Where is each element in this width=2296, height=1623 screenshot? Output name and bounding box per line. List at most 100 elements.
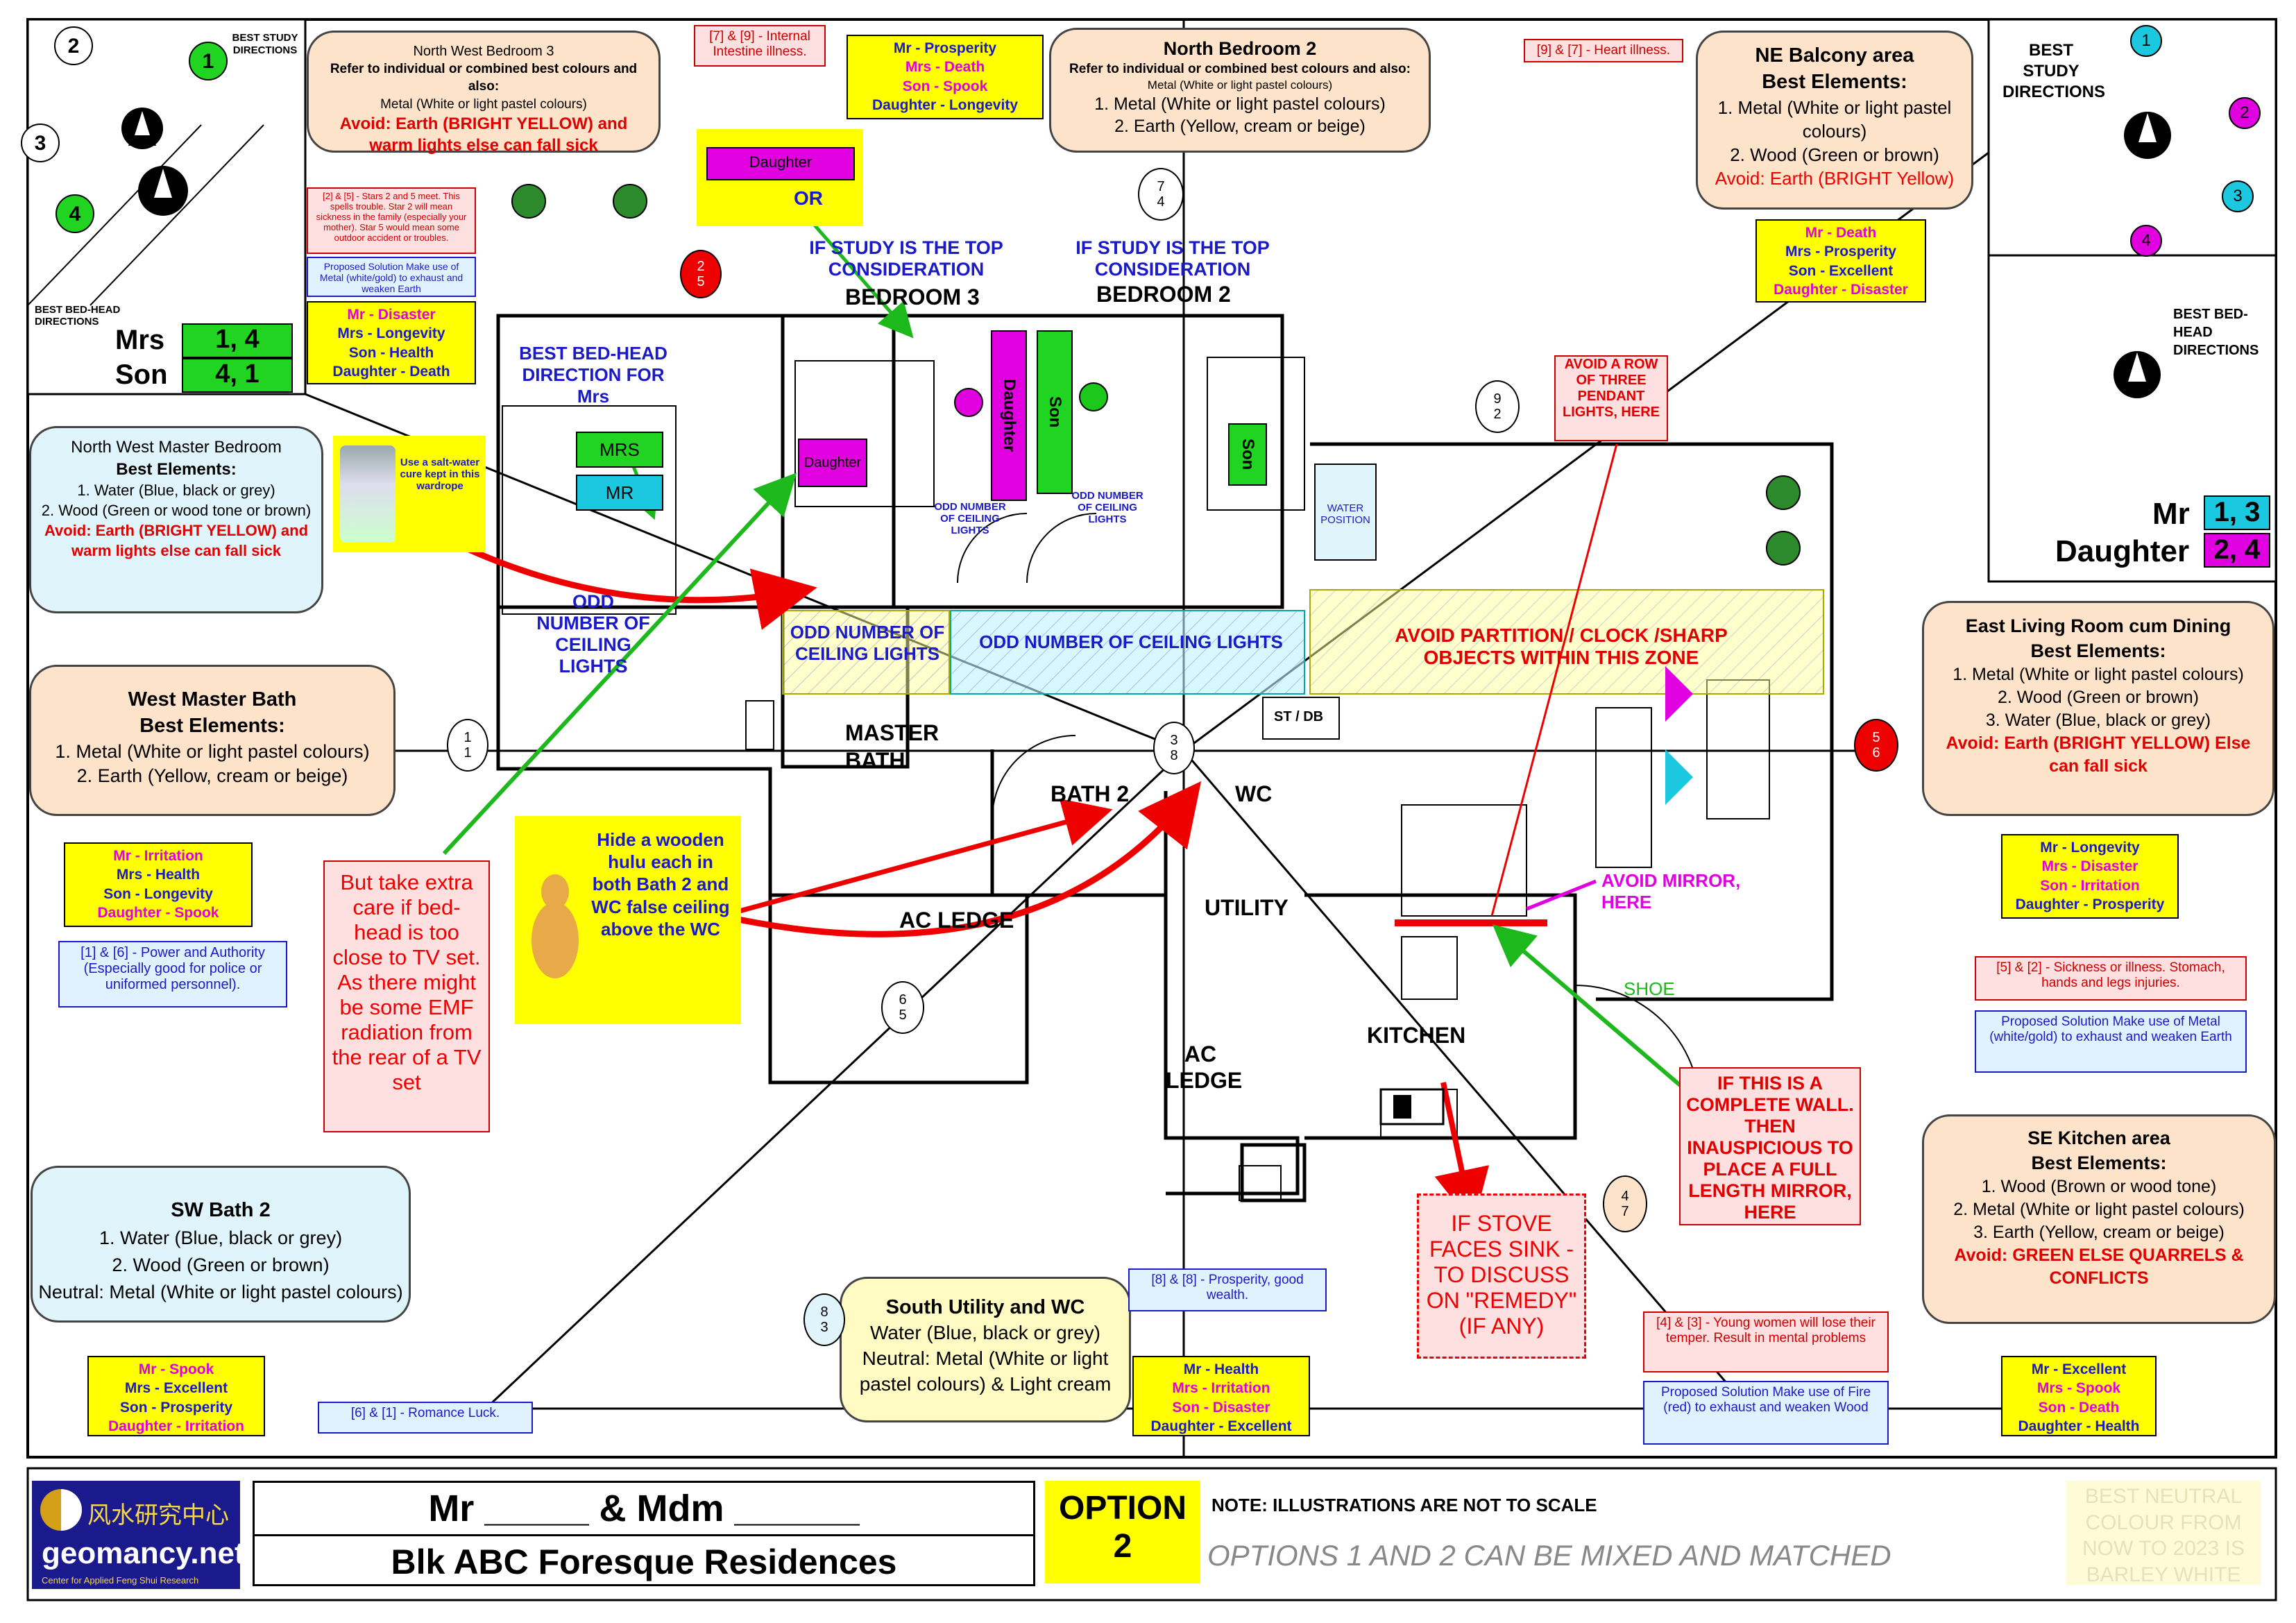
salt-water-text: Use a salt-water cure kept in this wardr… (400, 457, 480, 492)
son-label: Son (115, 359, 168, 390)
star-n-2: 4 (1157, 194, 1165, 210)
bedroom2-label: BEDROOM 2 (1096, 282, 1231, 307)
se-kitchen-sub: Best Elements: (2031, 1152, 2167, 1173)
dir-circle-1-right: 1 (2130, 25, 2162, 57)
fortune-nw3-son: Son - Health (348, 344, 434, 361)
fortune-w-son: Son - Longevity (103, 885, 213, 902)
study-directions-right: BEST STUDY DIRECTIONS 1 2 3 4 BEST BED-H… (1989, 19, 2276, 581)
daughter-top-label: Daughter (706, 147, 855, 180)
star-n-0: 7 (1157, 179, 1165, 194)
nw-bedroom3-avoid: Avoid: Earth (BRIGHT YELLOW) and warm li… (339, 114, 628, 155)
odd-lights-master: ODD NUMBER OF CEILING LIGHTS (536, 591, 650, 677)
nw-bedroom3-box: North West Bedroom 3 Refer to individual… (307, 31, 661, 155)
water-position-label: WATER POSITION (1314, 464, 1377, 561)
e-living-box: East Living Room cum Dining Best Element… (1922, 601, 2274, 816)
fortune-se-son: Son - Death (2038, 1399, 2120, 1416)
fortune-sw-mrs: Mrs - Excellent (124, 1380, 228, 1397)
star-c-2: 8 (1170, 748, 1178, 763)
note-nw25: [2] & [5] - Stars 2 and 5 meet. This spe… (307, 187, 476, 254)
n-bedroom2-box: North Bedroom 2 Refer to individual or c… (1049, 28, 1431, 153)
star-se-2: 7 (1621, 1204, 1629, 1219)
note-se43: [4] & [3] - Young women will lose their … (1643, 1311, 1889, 1373)
fortune-nw3-dau: Daughter - Death (332, 363, 450, 380)
star-ne-2: 2 (1493, 407, 1502, 422)
nw-master-box: North West Master Bedroom Best Elements:… (29, 426, 323, 613)
fortune-ne: Mr - Death Mrs - Prosperity Son - Excell… (1755, 219, 1926, 303)
neutral-colour-note: BEST NEUTRAL COLOUR FROM NOW TO 2023 IS … (2066, 1481, 2261, 1586)
mr-bed-label: MR (576, 475, 663, 511)
fortune-w-mrs: Mrs - Health (116, 867, 201, 883)
fortune-e-mrs: Mrs - Disaster (2041, 858, 2138, 875)
note-sw61: [6] & [1] - Romance Luck. (318, 1402, 533, 1434)
fortune-nw3-mrs: Mrs - Longevity (337, 325, 445, 342)
logo-main: geomancy.net (42, 1536, 245, 1570)
s-utility-title: South Utility and WC (885, 1296, 1085, 1318)
stove-remedy-note: IF STOVE FACES SINK - TO DISCUSS ON "REM… (1417, 1193, 1586, 1359)
ne-balcony-avoid: Avoid: Earth (BRIGHT Yellow) (1715, 168, 1955, 189)
sw-bath2-box: SW Bath 2 1. Water (Blue, black or grey)… (31, 1166, 411, 1323)
star-se-0: 4 (1621, 1189, 1629, 1204)
fortune-nw3: Mr - Disaster Mrs - Longevity Son - Heal… (307, 301, 476, 384)
tv-caution-box: But take extra care if bed-head is too c… (323, 860, 490, 1132)
best-bedhead-mrs: BEST BED-HEAD DIRECTION FOR Mrs (519, 343, 667, 407)
fortune-s-son: Son - Disaster (1172, 1399, 1270, 1416)
note-s88: [8] & [8] - Prosperity, good wealth. (1128, 1268, 1327, 1311)
bath2-label: BATH 2 (1051, 781, 1130, 806)
s-utility-l2: Neutral: Metal (White or light pastel co… (859, 1348, 1112, 1395)
star-e-2: 6 (1872, 745, 1880, 760)
master-bath-label: MASTER BATH (845, 720, 939, 773)
fortune-s: Mr - Health Mrs - Irritation Son - Disas… (1132, 1356, 1310, 1436)
s-utility-box: South Utility and WC Water (Blue, black … (840, 1277, 1131, 1422)
se-kitchen-l3: 3. Earth (Yellow, cream or beige) (1973, 1223, 2225, 1243)
fortune-n-dau: Daughter - Longevity (871, 96, 1018, 113)
fortune-ne-mrs: Mrs - Prosperity (1785, 244, 1896, 260)
ne-balcony-title: NE Balcony area (1755, 44, 1914, 67)
nw-master-l1: 1. Water (Blue, black or grey) (77, 482, 275, 500)
fortune-se: Mr - Excellent Mrs - Spook Son - Death D… (2001, 1356, 2157, 1436)
se-kitchen-avoid: Avoid: GREEN ELSE QUARRELS & CONFLICTS (1954, 1246, 2244, 1289)
fortune-n-mr: Mr - Prosperity (893, 40, 997, 56)
note-w16: [1] & [6] - Power and Authority (Especia… (58, 941, 287, 1008)
n-bedroom2-title: North Bedroom 2 (1163, 38, 1317, 59)
fortune-w-mr: Mr - Irritation (113, 848, 203, 864)
fortune-w-dau: Daughter - Spook (97, 904, 219, 921)
avoid-mirror: AVOID MIRROR, HERE (1601, 870, 1741, 912)
nw-master-l2: 2. Wood (Green or wood tone or brown) (41, 502, 312, 520)
logo: 风水研究中心 geomancy.net Center for Applied F… (32, 1481, 245, 1589)
n-bedroom2-l2: Metal (White or light pastel colours) (1147, 78, 1333, 92)
son-value: 4, 1 (182, 358, 293, 393)
option-box: OPTION 2 (1045, 1481, 1200, 1583)
sw-bath2-l1: 1. Water (Blue, black or grey) (99, 1227, 343, 1249)
avoid-pendant-lights: AVOID A ROW OF THREE PENDANT LIGHTS, HER… (1554, 355, 1668, 441)
n-bedroom2-l4: 2. Earth (Yellow, cream or beige) (1114, 116, 1366, 136)
yin-yang-icon (40, 1489, 82, 1531)
fortune-e-son: Son - Irritation (2040, 877, 2140, 894)
fortune-n-son: Son - Spook (902, 78, 988, 94)
w-master-bath-l1: 1. Metal (White or light pastel colours) (55, 740, 370, 762)
note-ne97: [9] & [7] - Heart illness. (1524, 39, 1683, 62)
hulu-text: Hide a wooden hulu each in both Bath 2 a… (591, 829, 730, 940)
logo-chinese: 风水研究中心 (87, 1502, 229, 1529)
ne-balcony-l1: 1. Metal (White or light pastel colours) (1717, 96, 1952, 142)
mrs-value: 1, 4 (182, 323, 293, 358)
daughter-desk-label: Daughter (991, 330, 1027, 501)
s-utility-l1: Water (Blue, black or grey) (870, 1322, 1100, 1344)
star-nw-1: 5 (697, 274, 705, 289)
red-arrow-salt (450, 538, 817, 630)
study-top-consideration-1: IF STUDY IS THE TOP CONSIDERATION (809, 237, 1003, 280)
n-bedroom2-l1: Refer to individual or combined best col… (1069, 61, 1411, 76)
nw-master-avoid: Avoid: Earth (BRIGHT YELLOW) and warm li… (44, 522, 309, 560)
fortune-sw: Mr - Spook Mrs - Excellent Son - Prosper… (87, 1356, 265, 1436)
study-title-right: BEST STUDY DIRECTIONS (2002, 41, 2106, 101)
hulu-box: Hide a wooden hulu each in both Bath 2 a… (515, 816, 741, 1024)
mrs-label: Mrs (115, 325, 165, 355)
fortune-sw-son: Son - Prosperity (119, 1399, 233, 1416)
se-kitchen-l1: 1. Wood (Brown or wood tone) (1981, 1177, 2217, 1197)
sw-bath2-title: SW Bath 2 (171, 1199, 271, 1221)
dir-circle-1: 1 (189, 42, 228, 80)
